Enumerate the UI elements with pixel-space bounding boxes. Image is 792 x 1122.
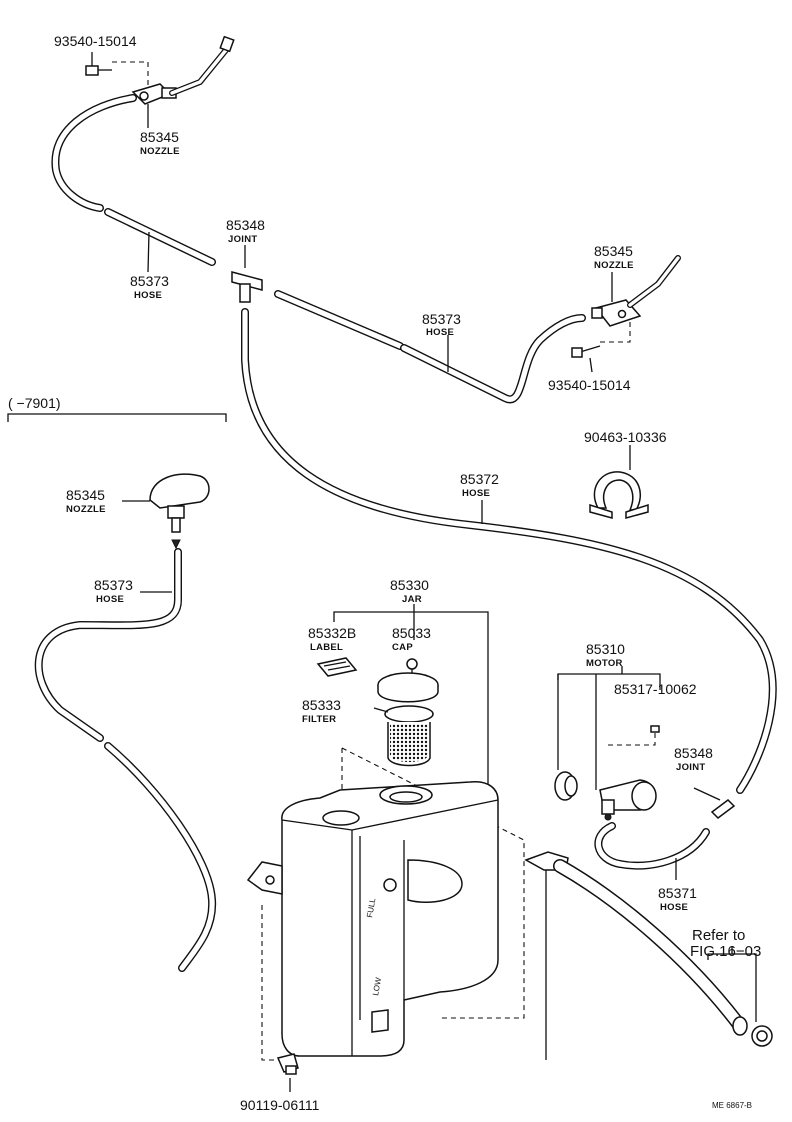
label-hose-left: 85373 HOSE [94, 577, 133, 605]
label-number: ( −7901) [8, 395, 61, 411]
filter [373, 705, 434, 767]
label-number: 85345 [140, 129, 179, 145]
label-jar: 85330 JAR [390, 577, 429, 605]
joint-top [231, 245, 263, 303]
label-name: HOSE [134, 290, 162, 301]
label-name: JAR [402, 594, 422, 605]
jar-cap [377, 658, 439, 703]
label-name: NOZZLE [140, 146, 180, 157]
footer-code: ME 6867-B [712, 1101, 752, 1110]
label-number: 93540-15014 [548, 377, 631, 393]
label-cap: 85033 CAP [392, 625, 431, 653]
footer-code-text: ME 6867-B [712, 1101, 752, 1110]
label-number: 85373 [130, 273, 169, 289]
label-name: HOSE [660, 902, 688, 913]
screw-top-left [85, 65, 112, 76]
bolt [261, 905, 299, 1092]
label-number: 85345 [594, 243, 633, 259]
label-number: 85033 [392, 625, 431, 641]
label-hose-top-left: 85373 HOSE [130, 273, 169, 301]
nozzle-top-left [131, 35, 235, 105]
label-screw-top: 93540-15014 [54, 33, 137, 49]
label-hose-long: 85372 HOSE [460, 471, 499, 499]
label-screw-motor: 85317-10062 [614, 681, 697, 697]
joint-right [693, 787, 736, 819]
label-name: FILTER [302, 714, 336, 725]
label-name: CAP [392, 642, 413, 653]
label-number: 85372 [460, 471, 499, 487]
label-number: 85348 [674, 745, 713, 761]
label-number: 85330 [390, 577, 429, 593]
grommet [554, 771, 578, 801]
label-name: JOINT [228, 234, 257, 245]
label-number: 85310 [586, 641, 625, 657]
label-number: 85317-10062 [614, 681, 697, 697]
label-screw-right: 93540-15014 [548, 377, 631, 393]
label-name: HOSE [462, 488, 490, 499]
clamp [589, 445, 649, 519]
label-refer: Refer to FIG.16−03 [690, 927, 761, 960]
label-number: 93540-15014 [54, 33, 137, 49]
label-nozzle-right: 85345 NOZZLE [594, 243, 634, 271]
label-number: 85371 [658, 885, 697, 901]
screw-motor [650, 725, 660, 733]
label-number: 85345 [66, 487, 105, 503]
label-name: LABEL [310, 642, 343, 653]
label-number: 90463-10336 [584, 429, 667, 445]
label-label-part: 85332B LABEL [308, 625, 356, 653]
label-number: 85373 [94, 577, 133, 593]
nozzle-right [591, 255, 681, 327]
screw-right [571, 345, 601, 358]
label-number: 85332B [308, 625, 356, 641]
label-number: 85348 [226, 217, 265, 233]
label-name: NOZZLE [66, 504, 106, 515]
label-sticker [316, 657, 358, 677]
label-bolt: 90119-06111 [240, 1097, 320, 1113]
label-name: JOINT [676, 762, 705, 773]
label-name: MOTOR [586, 658, 623, 669]
label-name: HOSE [426, 327, 454, 338]
jar-full-text: FULL [365, 897, 377, 918]
label-nozzle-left: 85345 NOZZLE [66, 487, 106, 515]
motor [599, 779, 657, 821]
jar: FULL LOW [246, 747, 525, 1057]
pump-pipe [524, 851, 569, 1060]
top-left-nozzle-group [51, 35, 235, 273]
label-number: 85373 [422, 311, 461, 327]
label-name: NOZZLE [594, 260, 634, 271]
nozzle-left [122, 473, 210, 550]
label-filter: 85333 FILTER [302, 697, 341, 725]
label-joint-right: 85348 JOINT [674, 745, 713, 773]
label-name: HOSE [96, 594, 124, 605]
label-number: 90119-06111 [240, 1097, 320, 1113]
refer-line1: Refer to [692, 927, 745, 944]
label-joint-top: 85348 JOINT [226, 217, 265, 245]
label-nozzle-top: 85345 NOZZLE [140, 129, 180, 157]
label-motor: 85310 MOTOR [586, 641, 625, 669]
jar-low-text: LOW [371, 976, 383, 996]
label-clamp: 90463-10336 [584, 429, 667, 445]
refer-line2: FIG.16−03 [690, 943, 761, 960]
label-bracket: ( −7901) [8, 395, 61, 411]
hose-clamp [732, 1016, 773, 1047]
label-number: 85333 [302, 697, 341, 713]
label-hose-motor: 85371 HOSE [658, 885, 697, 913]
label-hose-mid: 85373 HOSE [422, 311, 461, 338]
